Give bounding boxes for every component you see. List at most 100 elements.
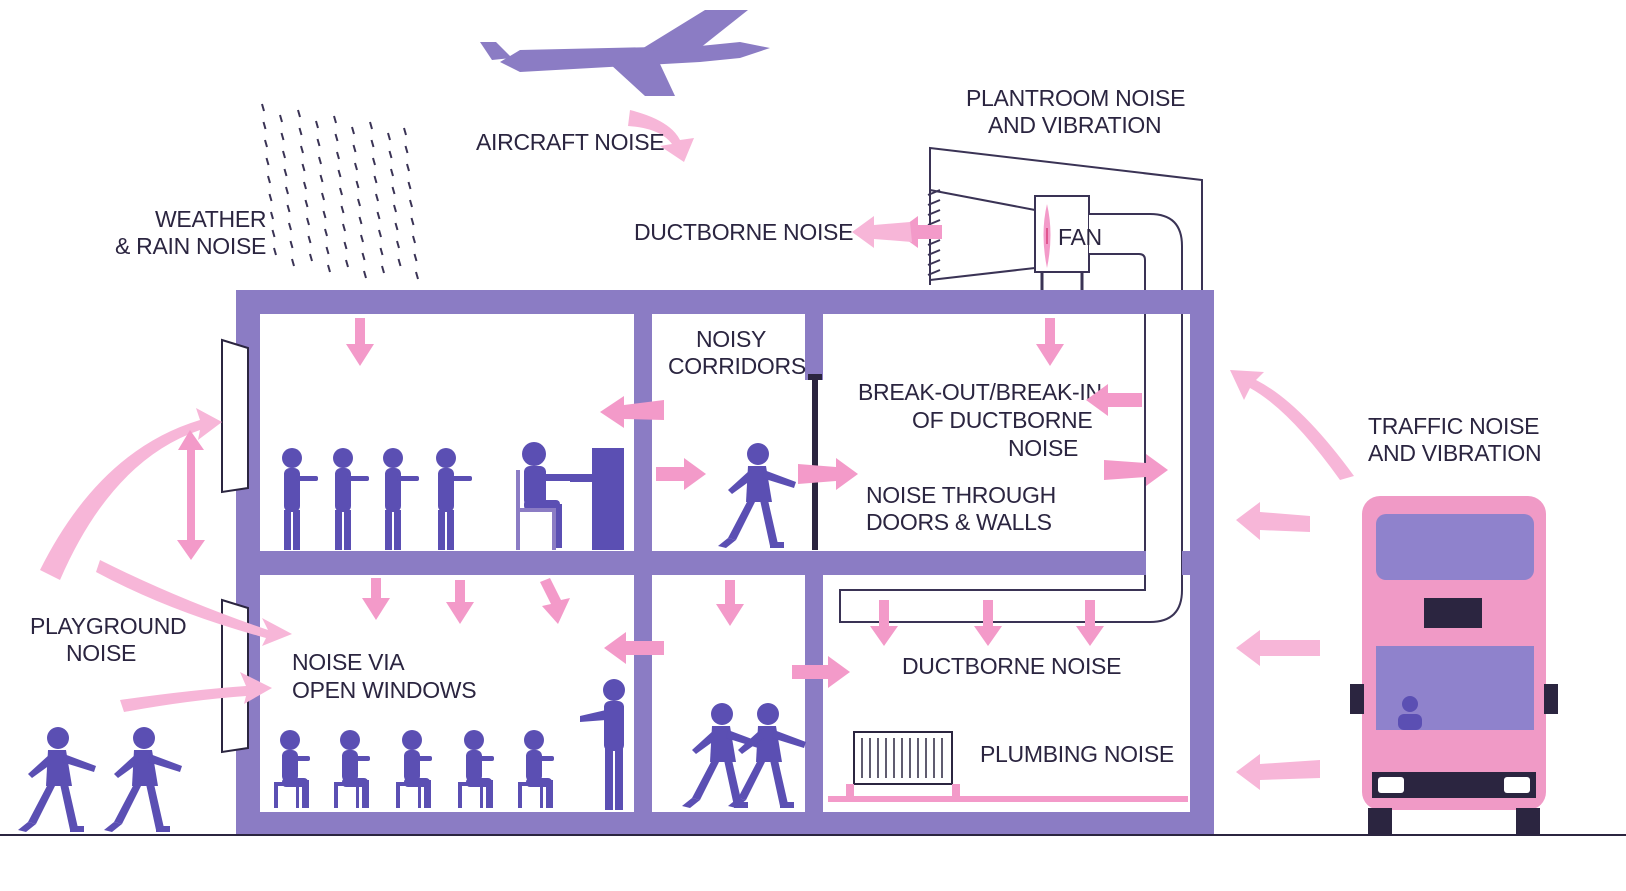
rain-drop: [337, 169, 342, 178]
airplane-icon: [480, 10, 770, 96]
weather-label-line2: & RAIN NOISE: [115, 233, 266, 259]
rain-drop: [373, 175, 378, 184]
playground-label-line1: PLAYGROUND: [30, 613, 186, 639]
rain-drop: [340, 205, 345, 214]
traffic-label-line1: TRAFFIC NOISE: [1368, 413, 1539, 439]
fan-label: FAN: [1058, 224, 1102, 250]
radiator-icon: [853, 731, 953, 785]
rain-drop: [375, 193, 379, 202]
rain-drop: [391, 186, 396, 195]
windows-label-line1: NOISE VIA: [292, 649, 405, 675]
breakout-label-line2: OF DUCTBORNE: [912, 407, 1092, 433]
rain-drop: [318, 156, 322, 165]
rain-drop: [303, 181, 307, 190]
plantroom-label-line2: AND VIBRATION: [988, 112, 1161, 138]
corridor-walker: [718, 443, 796, 548]
rain-drop: [301, 163, 306, 172]
rain-drop: [376, 211, 381, 220]
rain-drop: [363, 270, 367, 279]
rain-drop: [264, 139, 268, 148]
child-standing-4: [436, 448, 472, 550]
rain-drop: [282, 150, 286, 159]
rain-drop: [372, 157, 376, 166]
corridors-label-line2: CORRIDORS: [668, 353, 806, 379]
rain-drop: [262, 121, 267, 130]
rain-drop: [404, 145, 409, 154]
rain-drop: [360, 234, 364, 243]
rain-drop: [397, 258, 402, 267]
corridor-child-2: [728, 703, 806, 808]
rain-drop: [387, 132, 391, 141]
duct-arrow-1: [870, 600, 898, 646]
traffic-arrow-2: [1236, 502, 1310, 540]
aircraft-noise-label: AIRCRAFT NOISE: [476, 129, 664, 155]
playground-arrow-lower: [120, 672, 272, 712]
rain-drop: [315, 120, 319, 129]
student-seated-3: [396, 730, 432, 808]
doors-label-line2: DOORS & WALLS: [866, 509, 1052, 535]
corridors-label-line1: NOISY: [696, 326, 766, 352]
rain-drop: [352, 144, 357, 153]
rain-drop: [415, 271, 419, 280]
teacher: [580, 679, 625, 810]
upper-window: [221, 338, 249, 494]
floor-arrow-1: [362, 578, 390, 620]
rain-drop: [355, 180, 360, 189]
rain-drop: [288, 222, 292, 231]
ductborne-top-label: DUCTBORNE NOISE: [634, 219, 853, 245]
floor-arrow-4: [716, 580, 744, 626]
rain-drop: [357, 198, 361, 207]
rain-drop: [279, 114, 283, 123]
wall-arrow-lower: [604, 632, 664, 664]
rain-drop: [297, 109, 301, 118]
rain-drop: [261, 103, 265, 112]
child-standing-2: [333, 448, 369, 550]
rain-drop: [289, 240, 294, 249]
rain-drop: [342, 223, 346, 232]
plumbing-label: PLUMBING NOISE: [980, 741, 1174, 767]
rain-drop: [388, 150, 393, 159]
rain-drop: [321, 192, 325, 201]
breakout-label-line1: BREAK-OUT/BREAK-IN: [858, 379, 1102, 405]
rain-drop: [403, 127, 407, 136]
fan-icon: [1043, 204, 1051, 268]
pianist: [516, 442, 574, 550]
plantroom: [839, 146, 1203, 623]
floor-arrow-3: [540, 578, 570, 624]
rain-drop: [407, 181, 412, 190]
bus-icon: [1350, 496, 1558, 836]
rain-drop: [265, 157, 270, 166]
rain-drop: [354, 162, 358, 171]
rain-drop: [381, 265, 385, 274]
rain-drop: [390, 168, 394, 177]
traffic-label-line2: AND VIBRATION: [1368, 440, 1541, 466]
rain-drop: [285, 186, 289, 195]
ductborne-arrow-2: [852, 216, 912, 248]
door-arrow: [798, 458, 858, 490]
rain-drop: [271, 229, 276, 238]
rain-drop: [369, 121, 373, 130]
playground-child-1: [18, 727, 96, 832]
playground-label-line2: NOISE: [66, 640, 136, 666]
rain-drop: [412, 235, 416, 244]
rain-drop: [394, 222, 399, 231]
rain-drop: [339, 187, 343, 196]
plantroom-label-line1: PLANTROOM NOISE: [966, 85, 1185, 111]
rain-drop: [361, 252, 366, 261]
rain-drop: [304, 199, 309, 208]
rain-drop: [343, 241, 348, 250]
student-seated-4: [458, 730, 494, 808]
lower-window: [221, 598, 249, 754]
rain-drop: [300, 145, 304, 154]
student-seated-1: [274, 730, 310, 808]
duct-arrow-3: [1076, 600, 1104, 646]
rain-drop: [283, 168, 288, 177]
corridor-arrow-right: [656, 458, 706, 490]
playground-child-2: [104, 727, 182, 832]
traffic-arrow-1: [1230, 370, 1354, 480]
breakout-label-line3: NOISE: [1008, 435, 1078, 461]
traffic-arrow-3: [1236, 630, 1320, 666]
rain-drop: [322, 210, 327, 219]
